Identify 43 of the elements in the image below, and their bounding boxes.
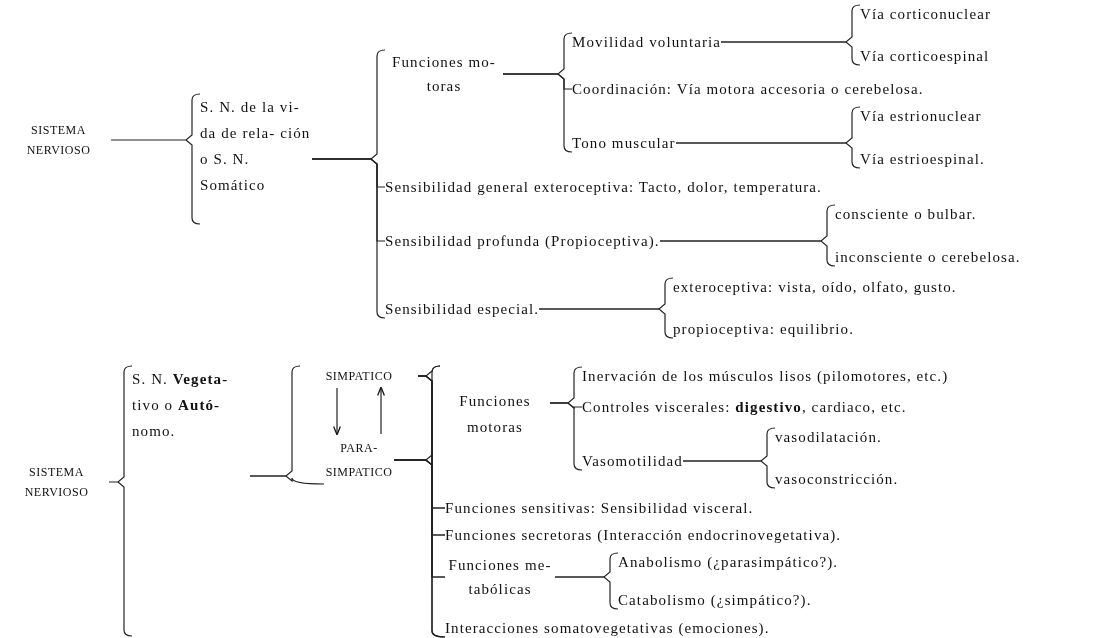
- category-label: vasodilatación.: [775, 428, 882, 446]
- brace: [110, 93, 201, 225]
- category-label: vasoconstricción.: [775, 470, 899, 488]
- category-label: SISTEMA NERVIOSO: [6, 120, 111, 160]
- category-label: Funciones mo- toras: [385, 50, 503, 98]
- category-label: exteroceptiva: vista, oído, olfato, gusto.: [673, 278, 957, 296]
- category-label: Funciones me- tabólicas: [445, 553, 555, 601]
- category-label: Catabolismo (¿simpático?).: [618, 591, 812, 609]
- category-label: Funciones secretoras (Interacción endocrinovegetativa).: [445, 526, 842, 544]
- category-label: Funciones motoras: [440, 366, 550, 440]
- category-label: SIMPATICO: [300, 366, 418, 386]
- brace: [108, 365, 133, 637]
- brace: [720, 41, 861, 66]
- category-label: Movilidad voluntaria: [572, 33, 722, 51]
- category-label: consciente o bulbar.: [835, 205, 977, 223]
- category-label: S. N. Vegeta- tivo o Autó- nomo.: [132, 366, 250, 636]
- category-label: Vía corticonuclear: [860, 5, 991, 23]
- brace: [682, 460, 776, 489]
- category-label: Sensibilidad especial.: [385, 300, 540, 318]
- category-label: Sensibilidad general exteroceptiva: Tacto, dolor, temperatura.: [385, 178, 822, 196]
- category-label: Interacciones somatovegetativas (emociones).: [445, 619, 770, 637]
- category-label: Coordinación: Vía motora accesoria o cerebelosa.: [572, 80, 924, 98]
- category-label: inconsciente o cerebelosa.: [835, 248, 1021, 266]
- category-label: Funciones sensitivas: Sensibilidad visceral.: [445, 499, 754, 517]
- category-label: S. N. de la vi- da de rela- ción o S. N. Somático: [200, 94, 312, 224]
- brace: [249, 475, 325, 485]
- category-label: Vasomotilidad: [582, 452, 683, 470]
- brace: [659, 240, 836, 267]
- category-label: Tono muscular: [572, 134, 676, 152]
- category-label: Controles viscerales: digestivo, cardiaco, etc.: [582, 398, 907, 416]
- category-label: propioceptiva: equilibrio.: [673, 320, 855, 338]
- category-label: Vía corticoespinal: [860, 47, 990, 65]
- arrow: [333, 387, 341, 436]
- category-label: Sensibilidad profunda (Propioceptiva).: [385, 232, 660, 250]
- category-label: Inervación de los músculos lisos (pilomotores, etc.): [582, 367, 949, 385]
- category-label: Vía estrionuclear: [860, 107, 982, 125]
- arrow: [377, 386, 385, 435]
- category-label: PARA- SIMPATICO: [324, 436, 394, 484]
- brace: [675, 142, 861, 169]
- category-label: Anabolismo (¿parasimpático?).: [618, 553, 839, 571]
- category-label: SISTEMA NERVIOSO: [4, 462, 109, 502]
- brace: [393, 459, 446, 638]
- category-label: Vía estrioespinal.: [860, 150, 985, 168]
